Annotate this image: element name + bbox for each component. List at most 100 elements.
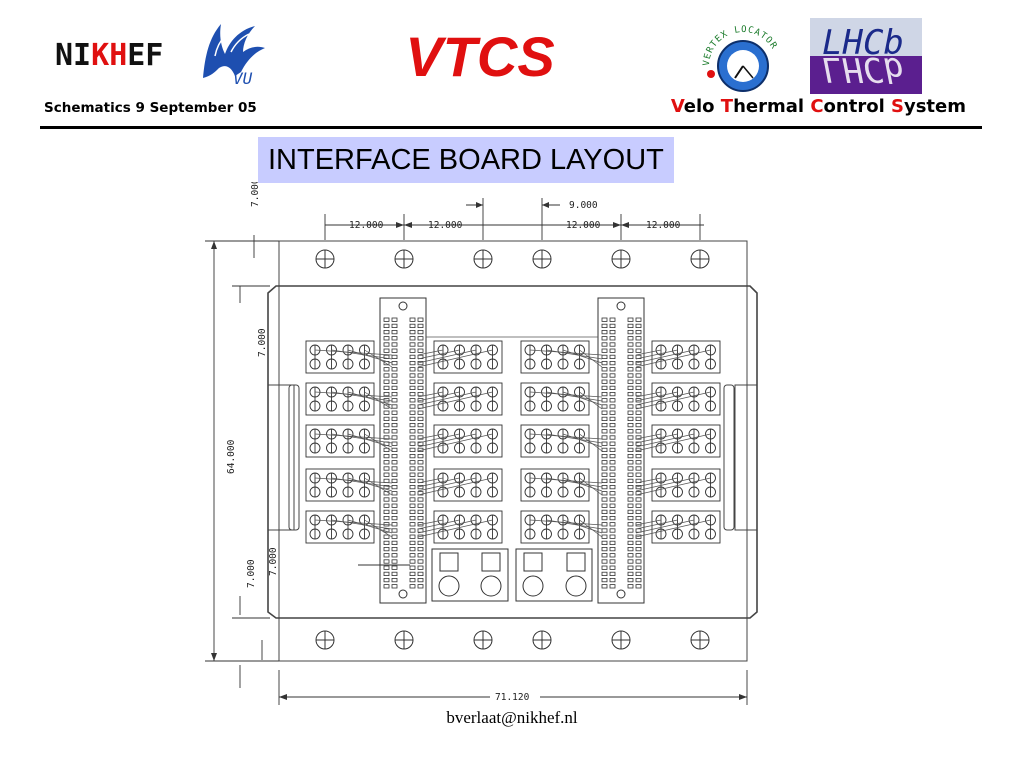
terminal-outline — [433, 424, 503, 458]
connector-pin — [383, 410, 390, 415]
terminal-block — [305, 468, 393, 502]
nikhef-logo-part: H — [109, 38, 127, 72]
connector-pin — [417, 484, 424, 490]
lhcb-logo-reflection: LHCb — [822, 49, 904, 89]
connector-pin — [601, 466, 608, 471]
connector-pin — [601, 553, 608, 558]
connector-pin — [609, 516, 616, 521]
connector-pin — [417, 509, 424, 515]
connector-pin — [627, 441, 634, 446]
connector-hole — [616, 589, 626, 599]
trace — [417, 391, 460, 402]
connector-pin — [391, 441, 398, 446]
trace — [347, 349, 393, 364]
connector-pin — [601, 484, 608, 490]
left-notch — [267, 355, 295, 545]
connector-pin — [635, 571, 642, 577]
connector-pin — [391, 571, 398, 577]
dimension-label: 7.000 — [268, 547, 279, 576]
terminal-block — [417, 424, 503, 458]
trace — [562, 477, 603, 492]
connector-pin — [609, 342, 616, 347]
connector-pin — [627, 534, 634, 539]
dimension-label: 12.000 — [646, 220, 681, 231]
terminal-outline — [305, 382, 375, 416]
board-outline — [278, 240, 748, 662]
connector-pin — [409, 460, 416, 465]
connector-pin — [391, 503, 398, 508]
connector-pin — [627, 336, 634, 341]
right-slot — [723, 384, 735, 531]
connector-pin — [627, 391, 634, 397]
connector-pin — [609, 447, 616, 453]
terminal-outline — [305, 468, 375, 502]
connector-pin — [609, 379, 616, 384]
component-pad — [481, 552, 501, 572]
terminal-block — [520, 468, 603, 502]
connector-pin — [383, 553, 390, 558]
connector-pin — [601, 317, 608, 322]
connector-pin — [609, 336, 616, 341]
connector-pin — [635, 385, 642, 391]
footer-email[interactable]: bverlaat@nikhef.nl — [446, 708, 578, 727]
connector-pin — [601, 348, 608, 353]
connector-pin — [417, 410, 424, 415]
connector-pin — [635, 441, 642, 446]
connector-pin — [601, 429, 608, 434]
mounting-holes-bottom — [315, 630, 710, 650]
connector-pin — [609, 534, 616, 539]
connector-pin — [601, 584, 608, 589]
trace — [417, 519, 493, 538]
connector-pin — [417, 584, 424, 589]
connector-pin — [627, 540, 634, 546]
connector-pin — [391, 540, 398, 546]
connector-pin — [627, 578, 634, 583]
trace — [635, 433, 711, 452]
connector-pin — [417, 379, 424, 384]
trace — [417, 433, 444, 440]
connector-pin — [391, 460, 398, 465]
mounting-hole — [473, 630, 493, 650]
connector-pin — [383, 491, 390, 496]
connector-pin — [417, 360, 424, 366]
connector-pin — [601, 578, 608, 583]
connector-pin — [383, 373, 390, 378]
terminal-block — [305, 382, 393, 416]
terminal-outline — [305, 510, 375, 544]
connector-pin — [409, 348, 416, 353]
connector-pin — [609, 565, 616, 570]
connector-pin — [609, 441, 616, 446]
connector-pin — [383, 453, 390, 459]
connector-pin — [383, 404, 390, 409]
trace — [417, 477, 444, 484]
connector-pin — [383, 547, 390, 552]
connector-pin — [391, 435, 398, 440]
trace — [364, 519, 393, 538]
connector-pin — [409, 509, 416, 515]
nikhef-logo-part: NI — [55, 38, 91, 72]
connector-pin — [635, 391, 642, 397]
component-box — [431, 548, 509, 602]
right-notch — [734, 355, 758, 545]
connector-pin — [391, 373, 398, 378]
connector-pin — [409, 354, 416, 360]
connector-pin — [383, 342, 390, 347]
connector-pin — [635, 497, 642, 502]
connector-pin — [627, 584, 634, 589]
connector-pin — [627, 509, 634, 515]
connector-pin — [417, 466, 424, 471]
connector-pin — [409, 317, 416, 322]
connector-pin — [635, 578, 642, 583]
trace — [364, 433, 393, 452]
connector-pin — [417, 373, 424, 378]
connector-pin — [635, 491, 642, 496]
trace — [417, 477, 493, 496]
connector-pin — [635, 422, 642, 428]
connector-pin — [609, 317, 616, 322]
trace — [635, 349, 711, 368]
connector-pin — [391, 578, 398, 583]
connector-pin — [391, 323, 398, 329]
connector-pin — [627, 360, 634, 366]
connector-pin — [409, 416, 416, 422]
connector-pin — [635, 429, 642, 434]
